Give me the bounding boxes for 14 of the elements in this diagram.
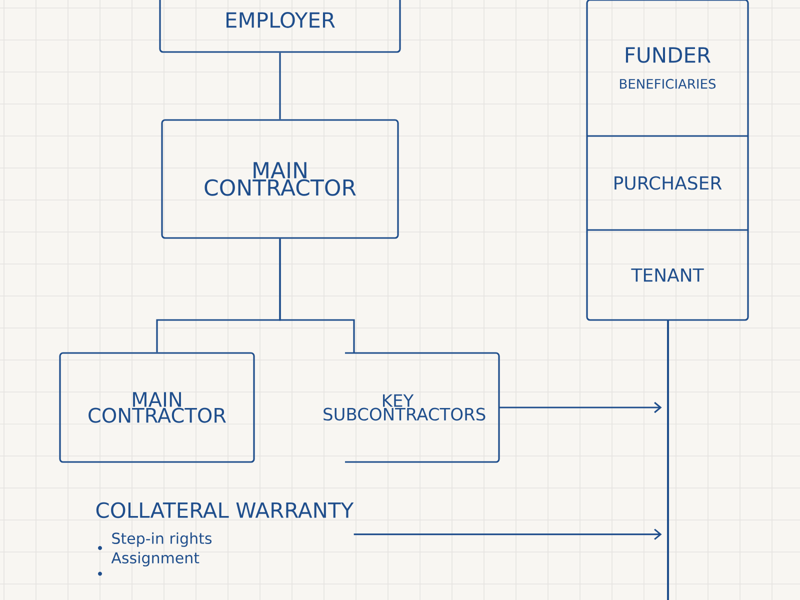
box-section: PURCHASER [587,135,748,190]
beneficiaries-box [586,0,749,321]
box-section: TENANT [587,229,748,282]
party-box: MAIN CONTRACTOR [59,352,255,463]
box-section: FUNDER BENEFICIARIES [620,47,716,89]
vertical-line [667,320,669,600]
party-box: EMPLOYER [159,0,401,53]
connector [279,52,281,120]
connector [279,238,355,353]
connector [354,528,662,540]
party-box: MAIN CONTRACTOR [161,119,399,239]
warranty-text: COLLATERAL WARRANTY Step-in rights Assignment [96,502,354,576]
party-box: KEY SUBCONTRACTORS [324,352,500,463]
connector [499,402,662,414]
